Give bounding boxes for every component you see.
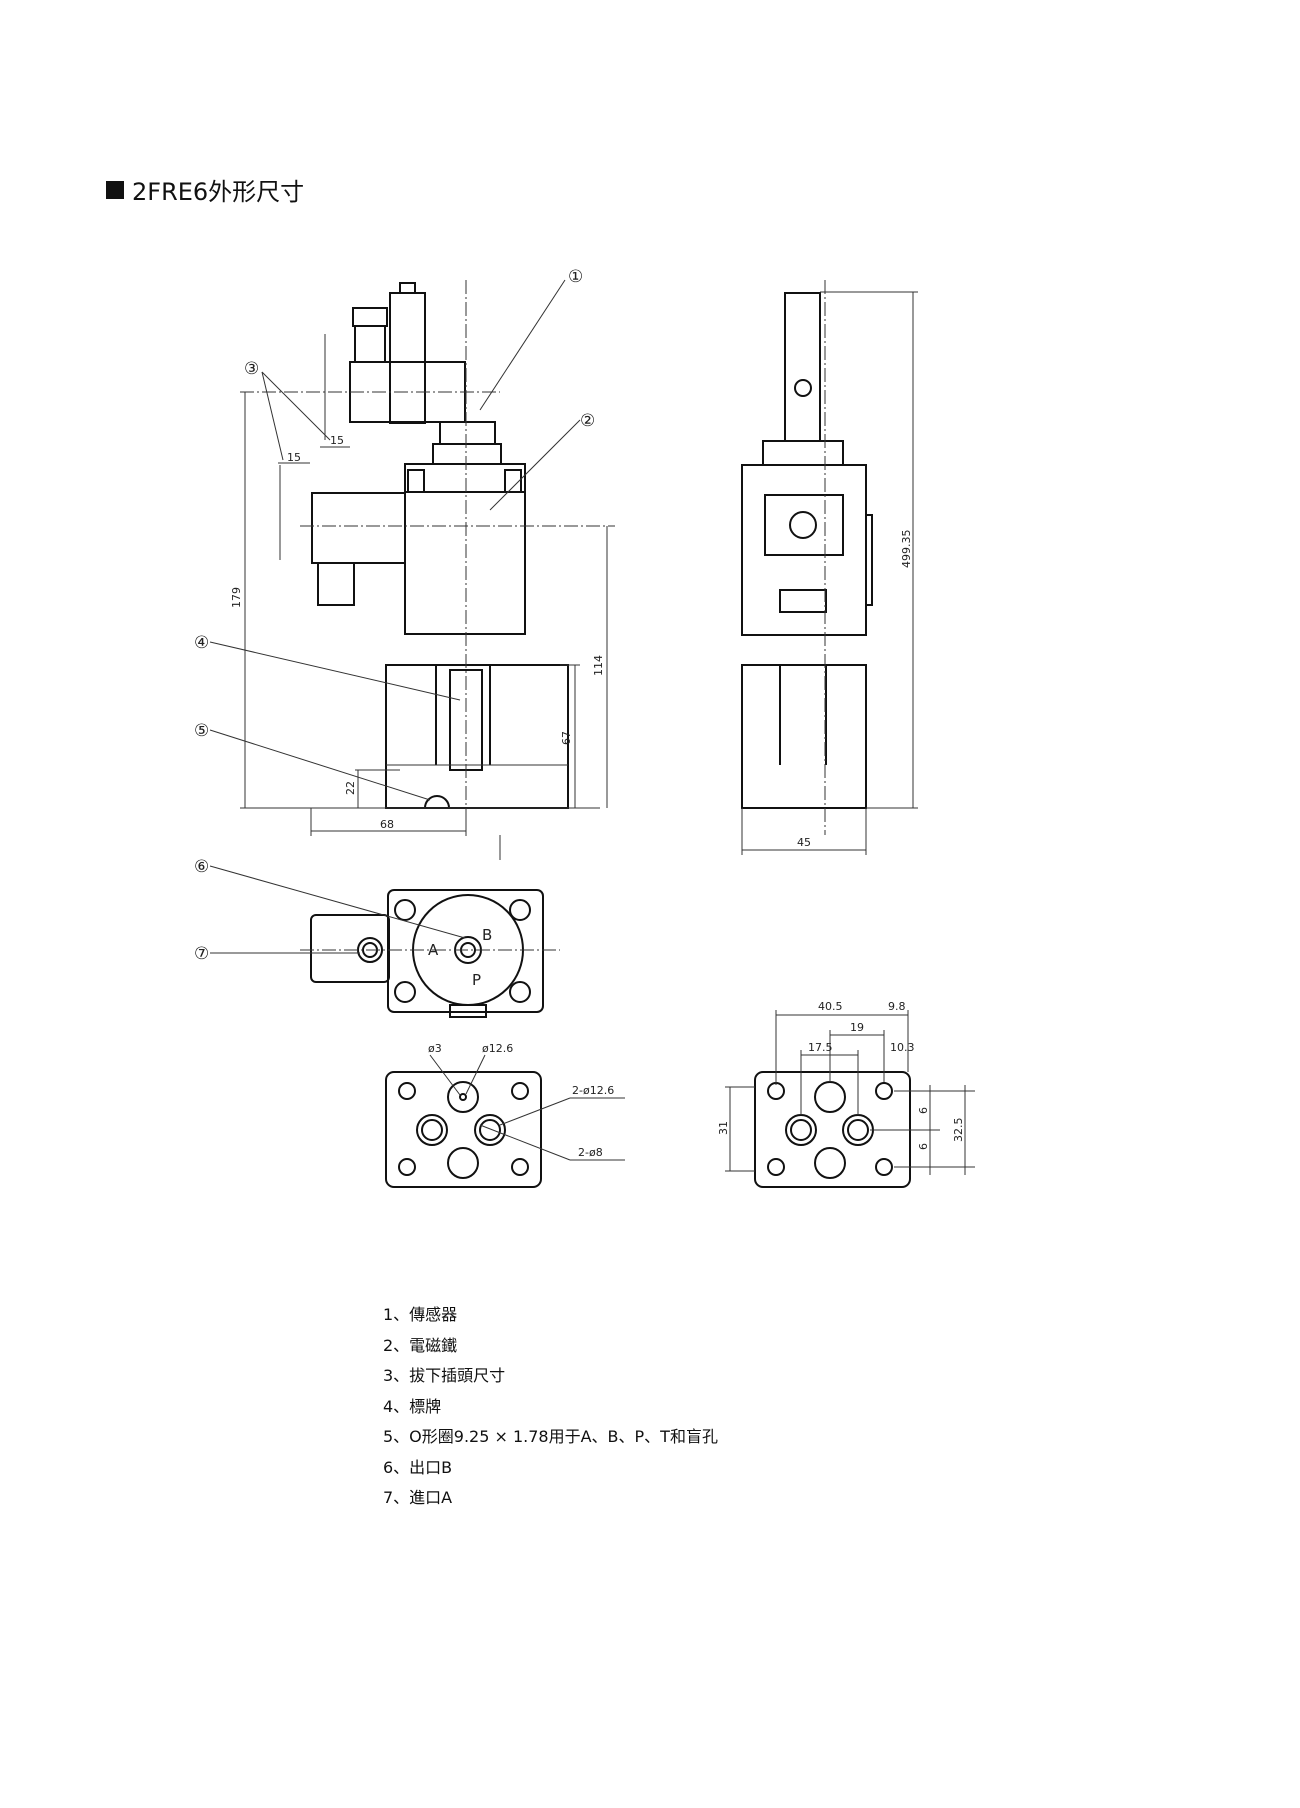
dim-label: ø3 [428,1042,442,1055]
legend-item: 5、O形圈9.25 × 1.78用于A、B、P、T和盲孔 [383,1427,718,1446]
dim-label: 9.8 [888,1000,906,1013]
dim-label: 114 [592,655,605,676]
parts-legend: 1、傳感器 2、電磁鐵 3、拔下插頭尺寸 4、標牌 5、O形圈9.25 × 1.… [383,1300,718,1514]
square-bullet-icon [106,180,124,199]
dim-label: 40.5 [818,1000,843,1013]
callouts: ① ② ③ ④ ⑤ ⑥ ⑦ [194,267,595,964]
side-view: 499.35 45 [741,280,918,855]
legend-item: 7、進口A [383,1488,453,1507]
port-b-label: B [482,926,492,944]
legend-item: 2、電磁鐵 [383,1335,458,1355]
dim-label: 45 [797,836,811,849]
callout-7: ⑦ [194,944,209,964]
dim-label: 2-ø8 [578,1146,603,1159]
dim-label: 499.35 [900,530,913,569]
dim-label: 15 [330,434,344,447]
callout-4: ④ [194,633,209,653]
top-view: A B P [300,889,560,1018]
dim-label: 19 [850,1021,864,1034]
dim-label: 17.5 [808,1041,833,1054]
callout-1: ① [568,267,583,287]
legend-item: 3、拔下插頭尺寸 [383,1366,506,1385]
dim-label: ø12.6 [482,1042,513,1055]
dim-label: 6 [917,1143,930,1150]
mounting-face-right: 40.5 9.8 19 17.5 10.3 31 6 6 32.5 [717,1000,975,1188]
front-view: 15 15 179 114 67 22 68 [230,280,615,860]
dim-label: 22 [344,781,357,795]
port-a-label: A [428,941,439,959]
sensor [389,292,426,424]
legend-item: 1、傳感器 [383,1305,458,1324]
legend-item: 4、標牌 [383,1396,442,1416]
page-title: 2FRE6外形尺寸 [106,172,304,207]
dim-label: 31 [717,1121,730,1135]
dim-label: 10.3 [890,1041,915,1054]
dim-label: 179 [230,587,243,608]
dim-label: 15 [287,451,301,464]
callout-5: ⑤ [194,721,209,741]
port-p-label: P [472,971,481,989]
solenoid-plug [311,492,406,564]
callout-6: ⑥ [194,857,209,877]
legend-item: 6、出口B [383,1457,453,1477]
valve-body [385,664,569,809]
dim-label: 67 [560,731,573,745]
callout-3: ③ [244,359,259,379]
dim-label: 6 [917,1107,930,1114]
dim-label: 32.5 [952,1118,965,1143]
dim-label: 2-ø12.6 [572,1084,614,1097]
mounting-face-left: ø3 ø12.6 2-ø12.6 2-ø8 [385,1042,625,1188]
dim-label: 68 [380,818,394,831]
callout-2: ② [580,411,595,431]
title-text: 2FRE6外形尺寸 [132,178,305,206]
